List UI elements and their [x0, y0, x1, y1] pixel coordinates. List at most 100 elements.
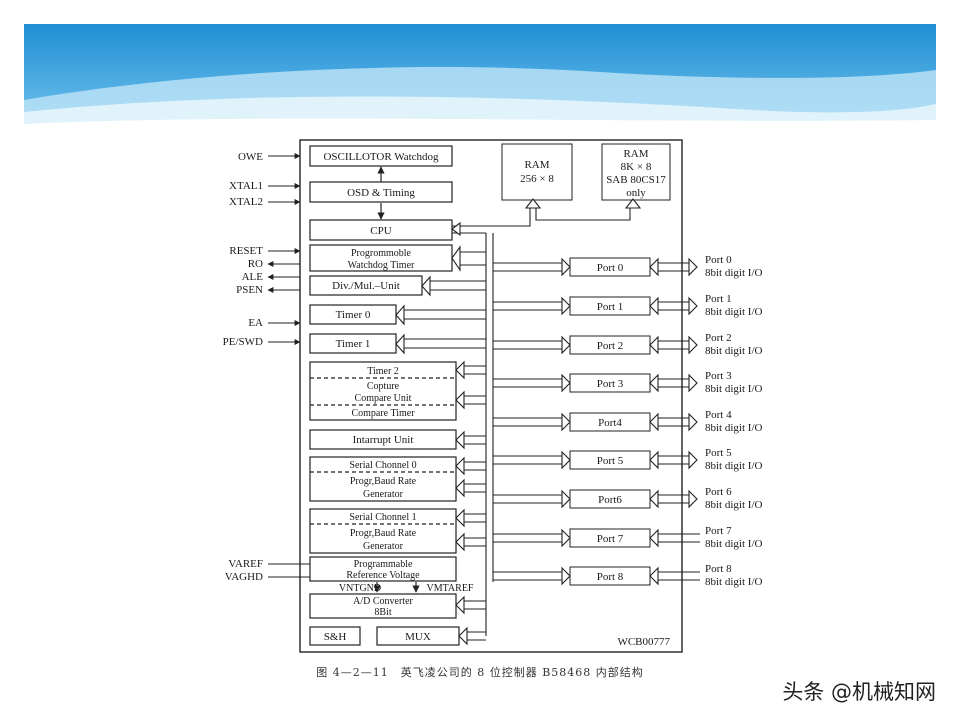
port-8-desc-2: 8bit digit I/O: [705, 576, 763, 588]
port-external-arrowheads: [649, 257, 698, 586]
serial0-block: [309, 456, 457, 502]
port-6-desc-2: 8bit digit I/O: [705, 499, 763, 511]
port-3-desc-1: Port 3: [705, 370, 732, 382]
port-descriptions: Port 0 8bit digit I/O Port 1 8bit digit …: [705, 254, 763, 588]
ram-8k-label-4: only: [626, 187, 646, 199]
port-2-label: Port 2: [597, 340, 624, 352]
mux-label: MUX: [405, 631, 431, 643]
port-8-label: Port 8: [597, 571, 624, 583]
port-4-desc-1: Port 4: [705, 409, 732, 421]
timer2-label: Timer 2: [367, 366, 399, 377]
slide-header-banner: [24, 24, 936, 140]
port-bus: [493, 262, 563, 581]
ref-voltage-label-2: Reference Voltage: [346, 570, 420, 581]
port-3-desc-2: 8bit digit I/O: [705, 383, 763, 395]
pin-xtal1: XTAL1: [229, 180, 263, 192]
sh-label: S&H: [324, 631, 347, 643]
port-external-arrows: [658, 262, 700, 581]
ram-256-label-1: RAM: [524, 159, 549, 171]
port-7-label: Port 7: [597, 533, 624, 545]
cpu-block: [309, 219, 453, 241]
serial1-label: Serial Chonnel 1: [349, 512, 416, 523]
baud1-label-1: Progr,Baud Rate: [350, 528, 417, 539]
ref-voltage-label-1: Programmable: [354, 559, 413, 570]
ram-8k-label-2: 8K × 8: [621, 161, 652, 173]
vntgnd-label: VNTGND: [339, 583, 381, 594]
chip-outline: [299, 139, 683, 653]
capture-label-2: Compare Unit: [355, 393, 412, 404]
port-0-desc-1: Port 0: [705, 254, 732, 266]
port-1-desc-1: Port 1: [705, 293, 732, 305]
pin-ro: RO: [248, 258, 263, 270]
ram-8k-label-1: RAM: [623, 148, 648, 160]
watermark: 头条 @机械知网: [782, 680, 936, 704]
port-2-desc-2: 8bit digit I/O: [705, 345, 763, 357]
ram-blocks: RAM 256 × 8 RAM 8K × 8 SAB 80CS17 only: [501, 143, 671, 201]
port-3-label: Port 3: [597, 378, 624, 390]
vmtaref-label: VMTAREF: [427, 583, 474, 594]
pin-reset: RESET: [229, 245, 263, 257]
pin-owe: OWE: [238, 151, 263, 163]
figure-code: WCB00777: [617, 636, 670, 648]
prog-watchdog-label-1: Progrommoble: [351, 248, 412, 259]
pin-vaghd: VAGHD: [225, 571, 263, 583]
pin-ea: EA: [248, 317, 263, 329]
ram-8k-label-3: SAB 80CS17: [606, 174, 666, 186]
ram-256-block: [501, 143, 573, 201]
port-bus-arrowheads: [561, 257, 571, 586]
serial1-block: [309, 508, 457, 554]
prog-watchdog-block: [309, 244, 453, 272]
capture-label-1: Copture: [367, 381, 400, 392]
port-6-desc-1: Port 6: [705, 486, 732, 498]
port-7-desc-2: 8bit digit I/O: [705, 538, 763, 550]
adc-label-1: A/D Converter: [353, 596, 413, 607]
cpu-label: CPU: [370, 225, 391, 237]
baud0-label-2: Generator: [363, 489, 404, 500]
internal-bus: [404, 198, 642, 641]
oscillator-block: [309, 145, 453, 167]
adc-label-2: 8Bit: [374, 607, 391, 618]
port-blocks: Port 0 Port 1 Port 2 Port 3 Port4 Port 5…: [569, 257, 651, 586]
baud1-label-2: Generator: [363, 541, 404, 552]
timer0-label: Timer 0: [336, 309, 371, 321]
port-4-label: Port4: [598, 417, 622, 429]
adc-block: [309, 593, 457, 619]
ref-voltage-block: [309, 556, 457, 582]
port-5-desc-1: Port 5: [705, 447, 732, 459]
port-7-desc-1: Port 7: [705, 525, 732, 537]
sh-block: [309, 626, 361, 646]
baud0-label-1: Progr,Baud Rate: [350, 476, 417, 487]
prog-watchdog-label-2: Watchdog Timer: [348, 260, 415, 271]
port-5-desc-2: 8bit digit I/O: [705, 460, 763, 472]
port-1-desc-2: 8bit digit I/O: [705, 306, 763, 318]
osd-timing-label: OSD & Timing: [347, 187, 415, 199]
ram-256-label-2: 256 × 8: [520, 173, 554, 185]
pin-ale: ALE: [242, 271, 264, 283]
ram-8k-block: [601, 143, 671, 201]
divmul-label: Div./Mul.–Unit: [332, 280, 400, 292]
bus-arrowheads: [395, 245, 468, 646]
port-0-label: Port 0: [597, 262, 624, 274]
left-pins: OWE XTAL1 XTAL2 RESET RO ALE PSEN EA PE/…: [223, 151, 310, 583]
port-1-label: Port 1: [597, 301, 624, 313]
figure-caption: 图 4—2—11 英飞凌公司的 8 位控制器 B58468 内部结构: [316, 666, 644, 679]
left-blocks: OSCILLOTOR Watchdog OSD & Timing CPU Pro…: [309, 145, 474, 646]
timer2-capture-block: [309, 361, 457, 421]
compare-timer-label: Compare Timer: [351, 408, 415, 419]
port-4-desc-2: 8bit digit I/O: [705, 422, 763, 434]
port-2-desc-1: Port 2: [705, 332, 732, 344]
pin-pe-swd: PE/SWD: [223, 336, 263, 348]
timer1-label: Timer 1: [336, 338, 371, 350]
port-5-label: Port 5: [597, 455, 624, 467]
interrupt-label: Intarrupt Unit: [353, 434, 414, 446]
port-6-label: Port6: [598, 494, 622, 506]
port-8-desc-1: Port 8: [705, 563, 732, 575]
pin-varef: VAREF: [228, 558, 263, 570]
osd-timing-block: [309, 181, 453, 203]
pin-xtal2: XTAL2: [229, 196, 263, 208]
serial0-label: Serial Chonnel 0: [349, 460, 416, 471]
pin-psen: PSEN: [236, 284, 263, 296]
oscillator-label: OSCILLOTOR Watchdog: [323, 151, 439, 163]
port-0-desc-2: 8bit digit I/O: [705, 267, 763, 279]
